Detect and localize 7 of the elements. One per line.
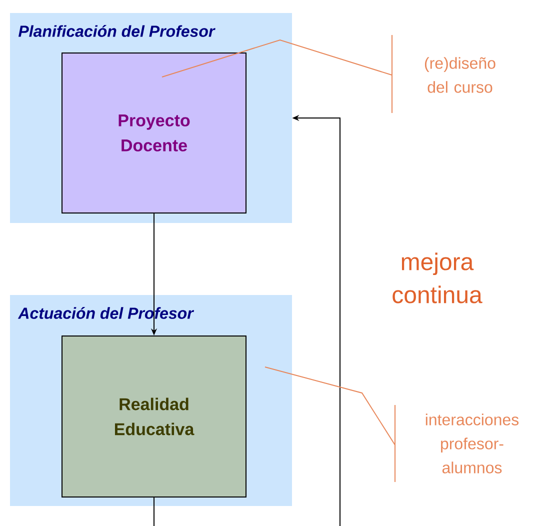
leader-line bbox=[264, 366, 396, 446]
leader-line bbox=[162, 39, 392, 78]
process-box: Proyecto Docente bbox=[62, 52, 246, 214]
process-box: Realidad Educativa bbox=[62, 336, 246, 498]
callout-text: interacciones profesor- alumnos bbox=[426, 414, 519, 474]
callout-text: (re)diseño del curso bbox=[424, 57, 496, 93]
annotation-text: mejora continua bbox=[392, 252, 482, 304]
